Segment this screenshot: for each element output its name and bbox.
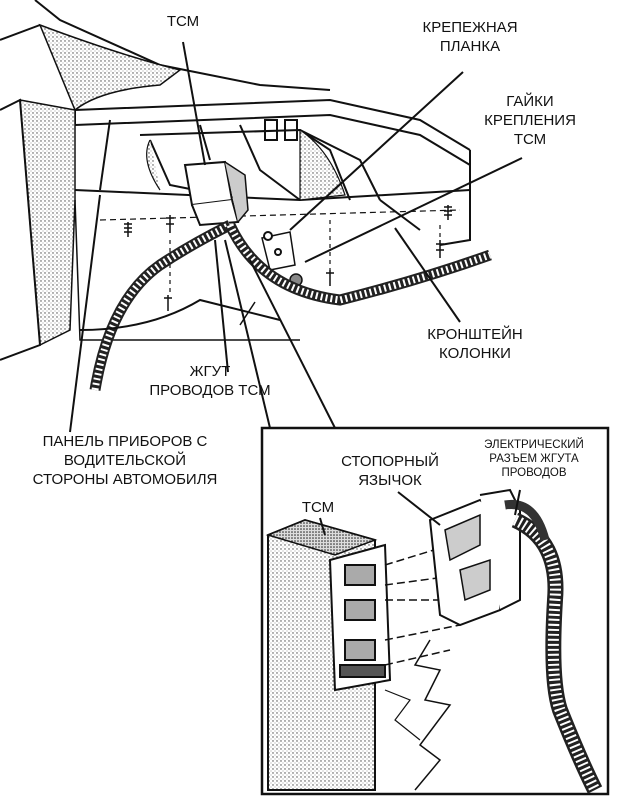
label-detail-tcm: ТСМ (288, 498, 348, 517)
upper-dash-shade (38, 23, 182, 112)
label-connector-line1: ЭЛЕКТРИЧЕСКИЙ (484, 439, 584, 451)
label-instrument-panel-line3: СТОРОНЫ АВТОМОБИЛЯ (32, 471, 218, 488)
harness-main (79, 220, 492, 391)
label-tcm-top-text: ТСМ (166, 13, 200, 30)
label-lock-tab-line1: СТОПОРНЫЙ (341, 453, 439, 470)
label-tcm-top: ТСМ (153, 12, 213, 31)
label-tcm-nuts: ГАЙКИ КРЕПЛЕНИЯ ТСМ (470, 92, 590, 149)
label-detail-tcm-text: ТСМ (301, 499, 335, 516)
label-tcm-harness-line2: ПРОВОДОВ ТСМ (149, 382, 271, 399)
label-column-bracket-line2: КОЛОНКИ (439, 345, 511, 362)
label-connector-line3: ПРОВОДОВ (501, 467, 567, 479)
label-lock-tab: СТОПОРНЫЙ ЯЗЫЧОК (335, 452, 445, 490)
label-tcm-nuts-line1: ГАЙКИ (506, 93, 554, 110)
label-column-bracket-line1: КРОНШТЕЙН (427, 326, 523, 343)
label-tcm-harness-line1: ЖГУТ (189, 363, 231, 380)
inset-illustration (265, 488, 603, 794)
dashboard-illustration (0, 0, 471, 361)
label-mounting-bar: КРЕПЕЖНАЯ ПЛАНКА (405, 18, 535, 56)
label-connector-line2: РАЗЪЕМ ЖГУТА (489, 453, 579, 465)
label-mounting-bar-line2: ПЛАНКА (439, 38, 501, 55)
label-mounting-bar-line1: КРЕПЕЖНАЯ (422, 19, 518, 36)
label-connector: ЭЛЕКТРИЧЕСКИЙ РАЗЪЕМ ЖГУТА ПРОВОДОВ (470, 438, 598, 480)
label-instrument-panel: ПАНЕЛЬ ПРИБОРОВ С ВОДИТЕЛЬСКОЙ СТОРОНЫ А… (10, 432, 240, 489)
label-tcm-harness: ЖГУТ ПРОВОДОВ ТСМ (140, 362, 280, 400)
label-tcm-nuts-line2: КРЕПЛЕНИЯ (484, 112, 576, 129)
label-instrument-panel-line1: ПАНЕЛЬ ПРИБОРОВ С (42, 433, 208, 450)
label-instrument-panel-line2: ВОДИТЕЛЬСКОЙ (63, 452, 187, 469)
label-tcm-nuts-line3: ТСМ (513, 131, 547, 148)
label-lock-tab-line2: ЯЗЫЧОК (358, 472, 422, 489)
leader-lines (69, 41, 523, 536)
label-column-bracket: КРОНШТЕЙН КОЛОНКИ (415, 325, 535, 363)
